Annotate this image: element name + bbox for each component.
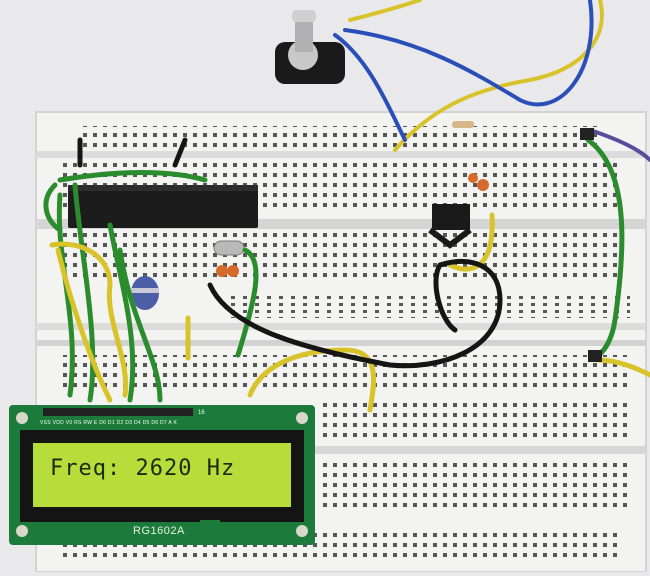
hole-grid [60,233,620,278]
breadboard-channel [36,340,646,346]
lcd-screen [33,443,291,507]
lcd-pin-header [43,408,193,416]
breadboard-channel [36,446,646,454]
breadboard-channel [36,219,646,229]
timer-ic [432,204,470,230]
ceramic-capacitor [227,265,239,277]
lcd-pin-count: 16 [198,410,205,416]
lcd-pin-labels: VSS VDD V0 RS RW E D0 D1 D2 D3 D4 D5 D6 … [40,420,178,426]
jumper-wires [43,0,650,413]
breadboard-channel [36,323,646,330]
hole-grid [60,355,630,391]
crystal-oscillator [213,240,245,256]
hole-grid [320,463,630,513]
resistor [452,121,474,128]
hole-grid [320,397,630,442]
header-connector [580,128,594,140]
header-connector [588,350,602,362]
ceramic-capacitor [468,173,478,183]
lcd-display-text: Freq: 2620 Hz [50,456,236,481]
hole-grid [230,296,630,318]
ceramic-capacitor [477,179,489,191]
lcd-model-label: RG1602A [133,525,185,537]
lcd-module [9,405,315,545]
ceramic-capacitor [216,265,228,277]
breadboard-channel [36,151,646,158]
potentiometer [275,10,345,84]
hole-grid [80,126,600,148]
microcontroller-chip [68,185,258,228]
